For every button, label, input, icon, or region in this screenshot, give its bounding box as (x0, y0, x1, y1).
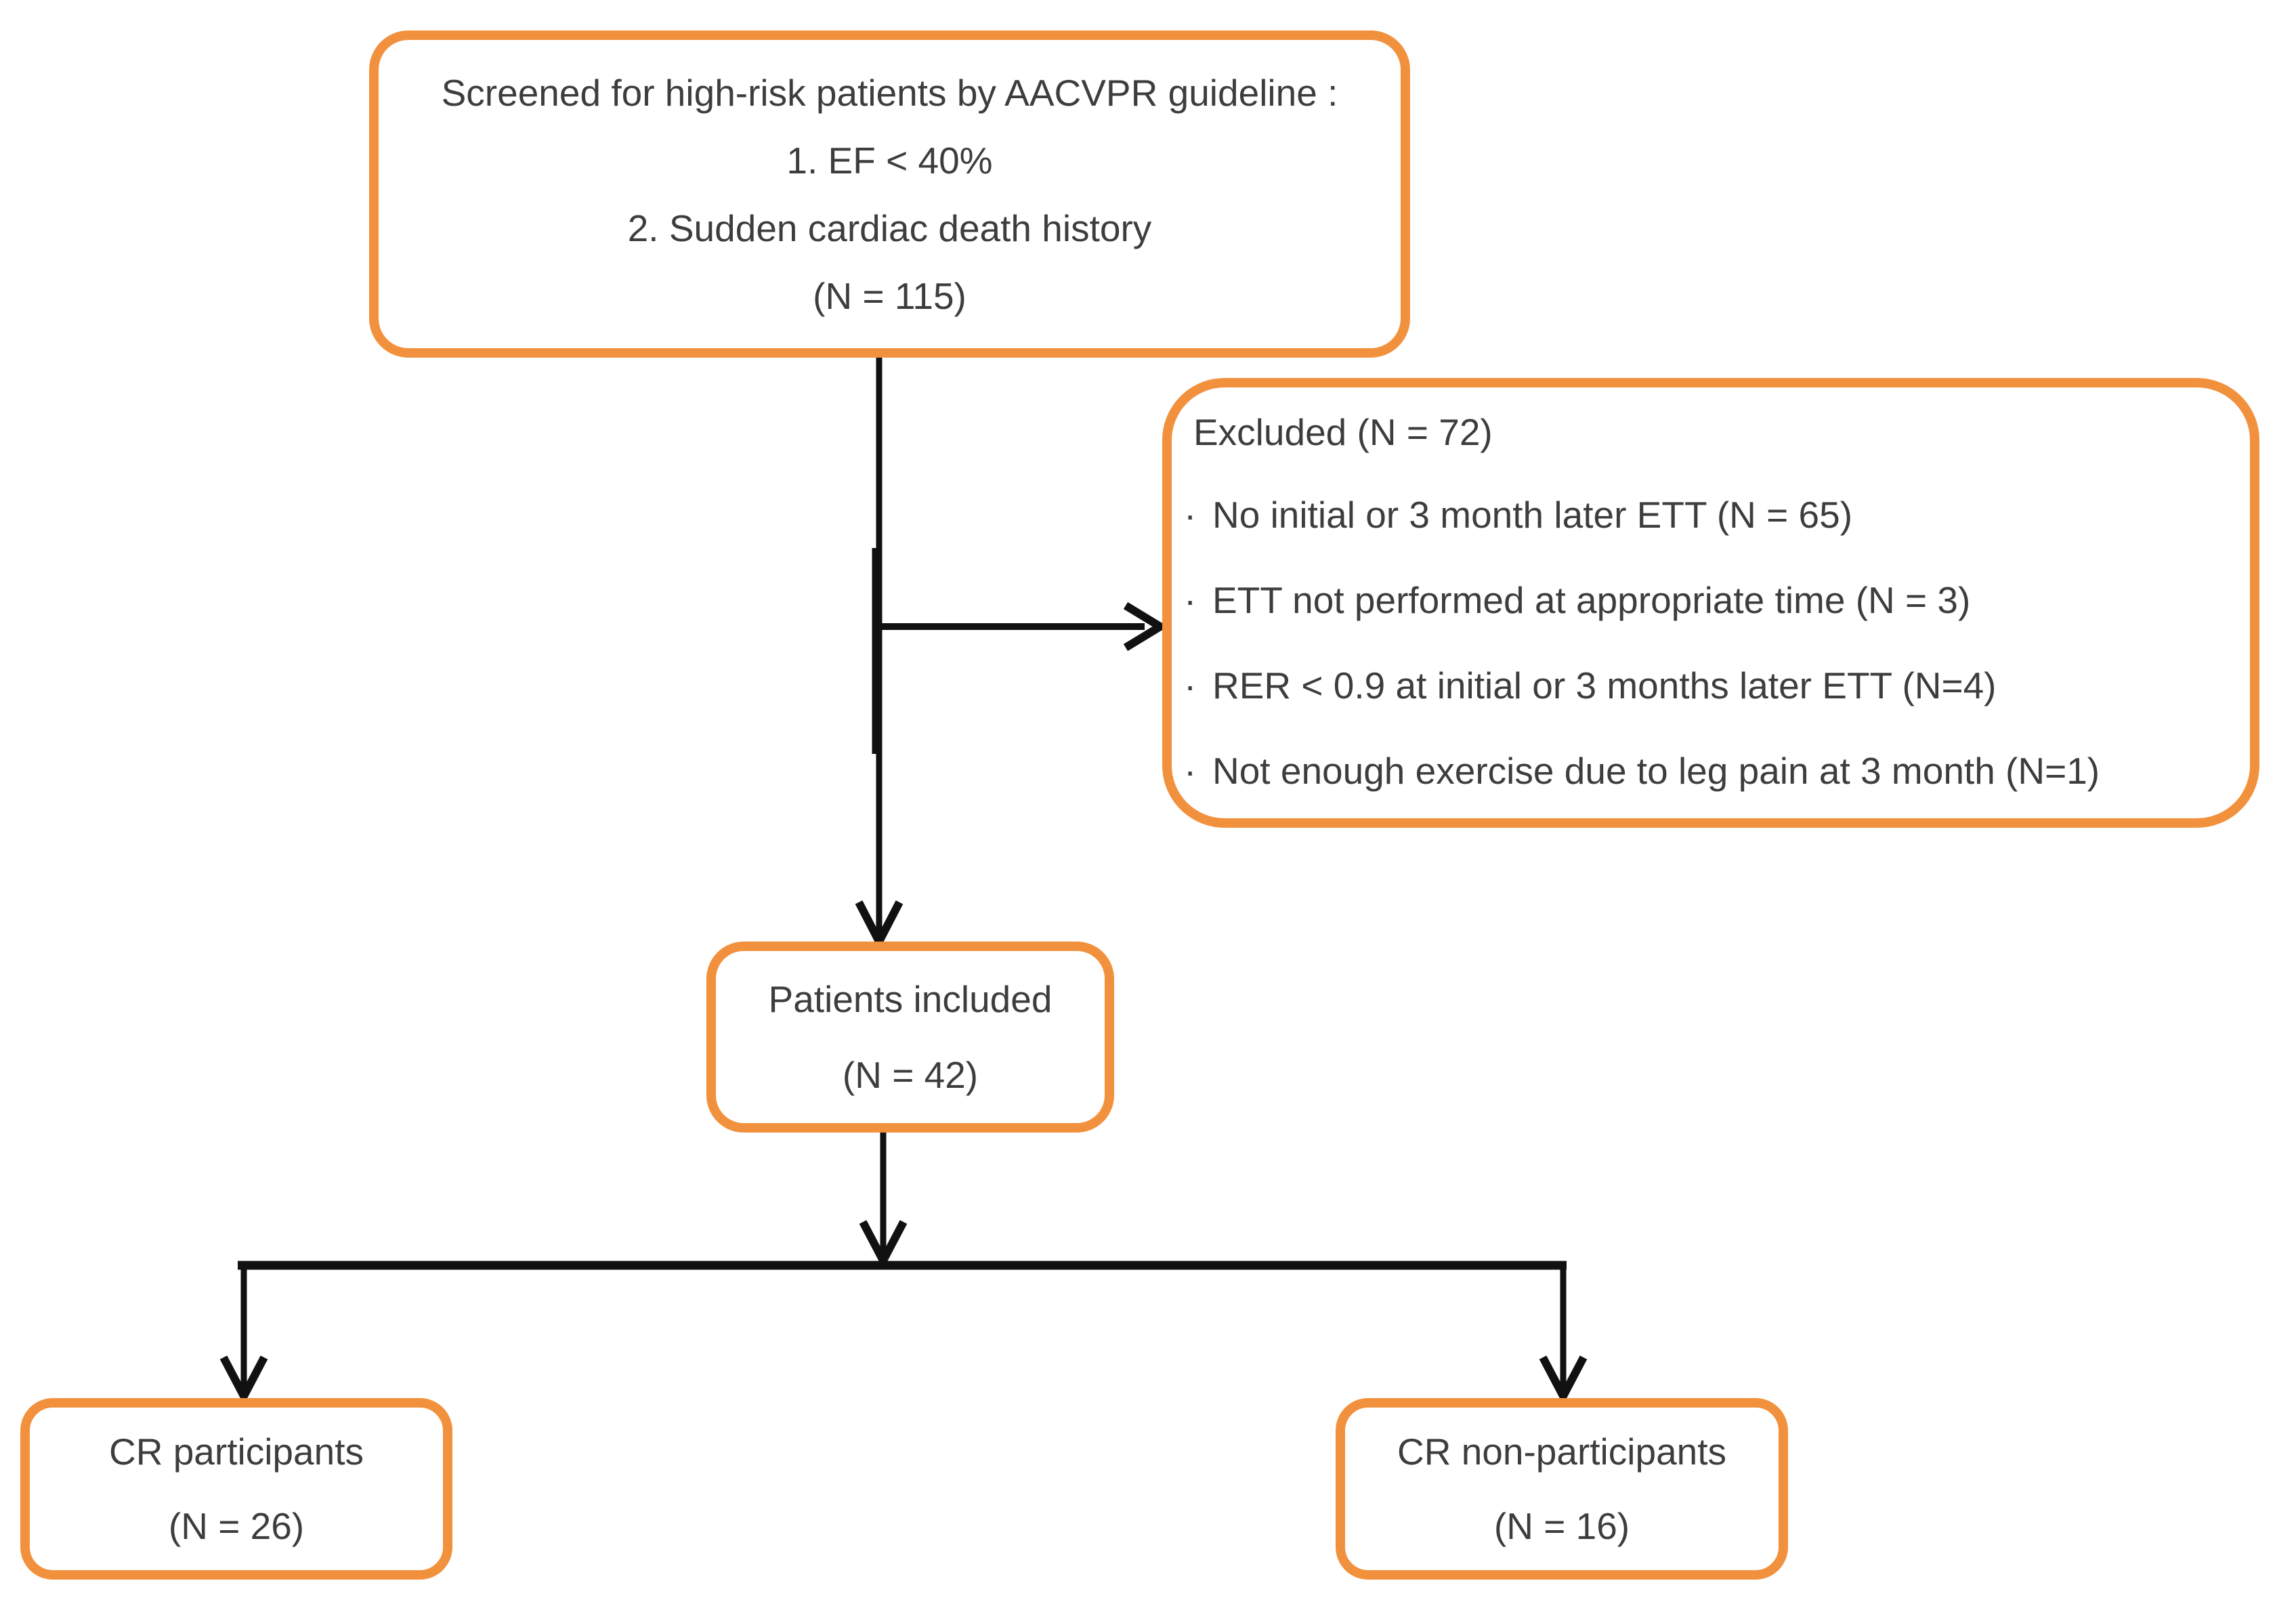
bullet-glyph: · (1184, 750, 1197, 792)
bullet-glyph: · (1184, 494, 1197, 536)
excluded-item: · Not enough exercise due to leg pain at… (1184, 728, 2100, 814)
screened-title-line: Screened for high-risk patients by AACVP… (441, 71, 1338, 114)
bullet-glyph: · (1184, 664, 1197, 706)
screened-criterion-2: 2. Sudden cardiac death history (627, 207, 1152, 249)
excluded-item: · No initial or 3 month later ETT (N = 6… (1184, 472, 1852, 557)
included-count: (N = 42) (842, 1054, 979, 1096)
cr-participants-count: (N = 26) (168, 1505, 305, 1547)
arrowhead-into-cr-non-participants (1539, 1355, 1588, 1405)
screened-count: (N = 115) (813, 274, 966, 317)
excluded-title: Excluded (N = 72) (1193, 411, 1493, 453)
excluded-item-text: No initial or 3 month later ETT (N = 65) (1212, 494, 1853, 536)
included-label: Patients included (768, 978, 1053, 1020)
bullet-glyph: · (1184, 579, 1197, 621)
arrowhead-into-excluded (1123, 602, 1168, 652)
cr-non-participants-count: (N = 16) (1493, 1505, 1630, 1547)
cr-non-participants-label: CR non-participants (1397, 1431, 1727, 1473)
excluded-item-text: RER < 0.9 at initial or 3 months later E… (1212, 664, 1997, 706)
box-cr-participants: CR participants (N = 26) (20, 1398, 452, 1580)
arrowhead-into-cr-participants (219, 1355, 268, 1405)
excluded-item: · ETT not performed at appropriate time … (1184, 557, 1970, 643)
box-patients-included: Patients included (N = 42) (706, 942, 1114, 1133)
excluded-item: · RER < 0.9 at initial or 3 months later… (1184, 643, 1997, 728)
box-excluded: Excluded (N = 72) · No initial or 3 mont… (1162, 378, 2259, 828)
screened-criterion-1: 1. EF < 40% (786, 139, 993, 182)
box-cr-non-participants: CR non-participants (N = 16) (1336, 1398, 1788, 1580)
excluded-item-text: Not enough exercise due to leg pain at 3… (1212, 750, 2100, 792)
arrowhead-into-split (859, 1220, 908, 1269)
excluded-item-text: ETT not performed at appropriate time (N… (1212, 579, 1971, 621)
box-screened: Screened for high-risk patients by AACVP… (369, 30, 1410, 358)
cr-participants-label: CR participants (109, 1431, 364, 1473)
